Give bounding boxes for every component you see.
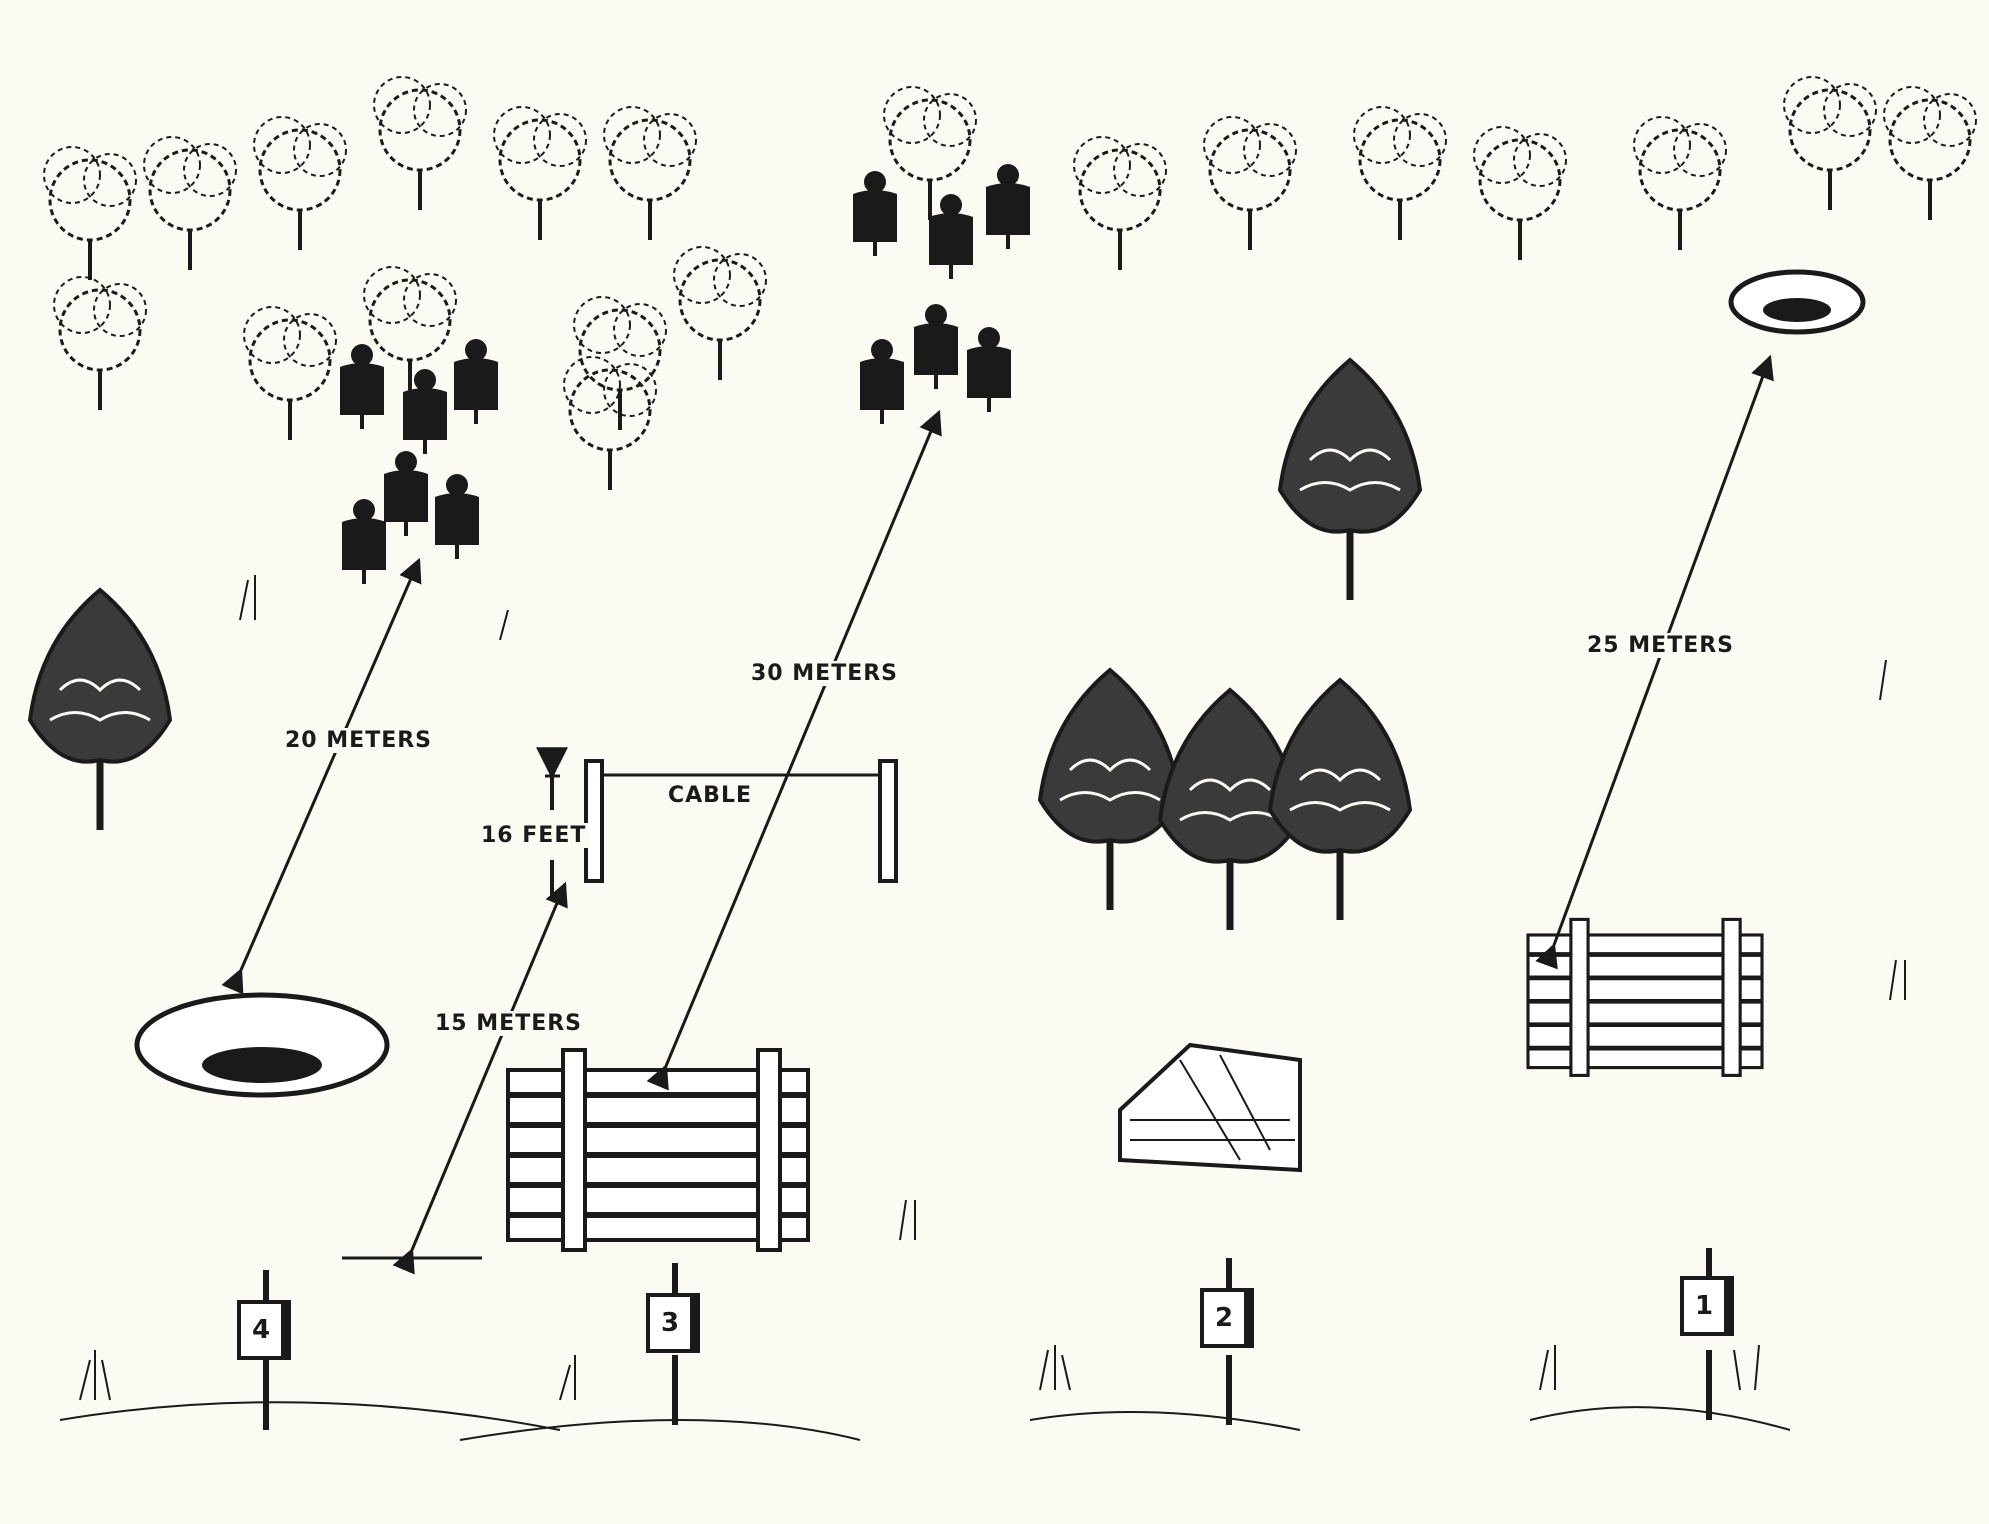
grass: [59, 575, 1906, 1441]
height-label-16ft: 16 FEET: [478, 823, 590, 848]
distance-label-15m: 15 METERS: [432, 1011, 586, 1036]
cable-label: CABLE: [665, 783, 755, 808]
log-bunker-1: [1528, 919, 1762, 1075]
target-group-left: [340, 339, 498, 584]
foxhole-near: [134, 992, 390, 1098]
distance-label-25m: 25 METERS: [1584, 633, 1738, 658]
distance-label-20m: 20 METERS: [282, 728, 436, 753]
target-group-center: [853, 164, 1030, 424]
position-sign-4: 4: [237, 1300, 285, 1360]
distance-label-30m: 30 METERS: [748, 661, 902, 686]
cable-obstacle: [536, 747, 898, 895]
sandbag-pile: [1118, 1042, 1302, 1173]
foreground-trees: [30, 355, 1420, 930]
position-sign-2: 2: [1200, 1288, 1248, 1348]
position-sign-3: 3: [646, 1293, 694, 1353]
distance-arrows: [221, 354, 1774, 1275]
foxhole-far: [1728, 269, 1866, 335]
position-sign-1: 1: [1680, 1276, 1728, 1336]
log-bunker-3: [508, 1050, 808, 1250]
sign-posts: [263, 1248, 1712, 1430]
